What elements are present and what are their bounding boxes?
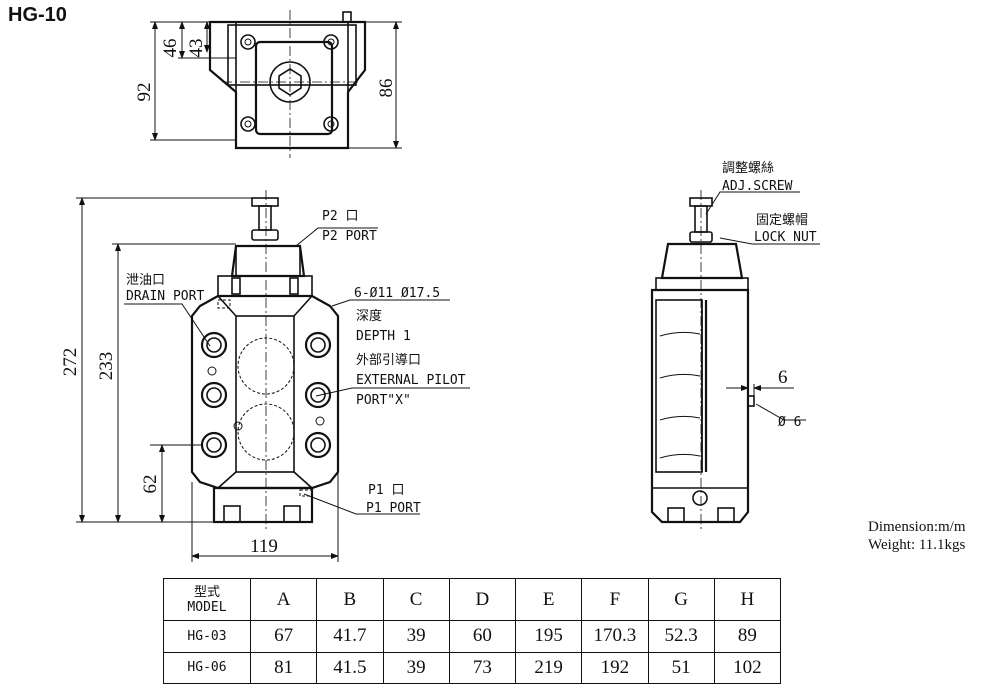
value-cell: 89 [713, 620, 782, 653]
drain-port-label-cn: 泄油口 [126, 273, 165, 288]
value-cell: 192 [581, 651, 649, 685]
lock-nut-label-cn: 固定螺帽 [756, 212, 808, 228]
spec-table: 型式 MODEL A B C D E F G H HG-03 67 41.7 3… [163, 577, 782, 685]
value-cell: 41.5 [316, 651, 384, 685]
model-cell: HG-03 [163, 620, 251, 653]
col-header-b: B [316, 577, 384, 622]
value-cell: 102 [713, 651, 782, 685]
table-header-row: 型式 MODEL A B C D E F G H [163, 577, 782, 622]
p1-port-label: P1 PORT [366, 501, 421, 516]
pilot-port-label-cn: 外部引導口 [356, 353, 421, 368]
value-cell: 41.7 [316, 620, 384, 653]
model-header-cn: 型式 [193, 584, 220, 600]
dim-272: 272 [60, 348, 81, 377]
holes-spec-label: 6-Ø11 Ø17.5 [354, 286, 440, 301]
value-cell: 67 [249, 620, 318, 653]
dim-46: 46 [160, 39, 181, 58]
value-cell: 51 [647, 651, 715, 685]
top-view: 92 46 43 86 [134, 10, 402, 158]
col-header-a: A [249, 577, 318, 622]
dim-86: 86 [376, 79, 397, 98]
col-header-g: G [647, 577, 715, 622]
dimension-info: Dimension:m/m Weight: 11.1kgs [868, 518, 966, 554]
adj-screw-label-cn: 調整螺絲 [722, 161, 774, 176]
model-header: 型式 MODEL [163, 577, 251, 622]
drain-port-label: DRAIN PORT [126, 289, 204, 304]
dimension-unit: Dimension:m/m [868, 519, 966, 535]
dim-233: 233 [96, 352, 117, 381]
value-cell: 39 [382, 651, 450, 685]
value-cell: 39 [382, 620, 450, 653]
adj-screw-label: ADJ.SCREW [722, 179, 793, 194]
dim-62: 62 [140, 475, 161, 494]
col-header-h: H [713, 577, 782, 622]
p2-port-label-cn: P2 口 [322, 209, 358, 224]
value-cell: 170.3 [581, 620, 649, 653]
value-cell: 60 [448, 620, 517, 653]
pilot-diameter-dim: Ø 6 [778, 415, 801, 430]
pilot-offset-dim: 6 [778, 367, 788, 388]
side-view: 6 Ø 6 調整螺絲 ADJ.SCREW 固定螺帽 LOCK NUT [650, 161, 820, 530]
pilot-port-label: EXTERNAL PILOT [356, 373, 466, 388]
pilot-port-label-x: PORT"X" [356, 393, 411, 408]
dim-119: 119 [250, 536, 278, 557]
model-title: HG-10 [8, 4, 67, 26]
p1-port-label-cn: P1 口 [368, 483, 404, 498]
col-header-d: D [448, 577, 517, 622]
depth-label-cn: 深度 [356, 308, 382, 324]
table-row: HG-06 81 41.5 39 73 219 192 51 102 [163, 651, 782, 685]
col-header-e: E [514, 577, 583, 622]
col-header-c: C [382, 577, 450, 622]
model-cell: HG-06 [163, 651, 251, 685]
value-cell: 195 [514, 620, 583, 653]
dim-92: 92 [134, 83, 155, 102]
weight: Weight: 11.1kgs [868, 537, 966, 553]
depth-label: DEPTH 1 [356, 329, 411, 344]
dim-43: 43 [186, 39, 207, 58]
lock-nut-label: LOCK NUT [754, 230, 817, 245]
model-header-en: MODEL [187, 599, 227, 615]
table-row: HG-03 67 41.7 39 60 195 170.3 52.3 89 [163, 620, 782, 653]
p2-port-label: P2 PORT [322, 229, 377, 244]
value-cell: 81 [249, 651, 318, 685]
value-cell: 219 [514, 651, 583, 685]
value-cell: 52.3 [647, 620, 715, 653]
value-cell: 73 [448, 651, 517, 685]
front-view: 272 233 62 119 P2 口 P2 PORT 泄油口 DRAIN PO… [60, 190, 470, 562]
col-header-f: F [581, 577, 649, 622]
